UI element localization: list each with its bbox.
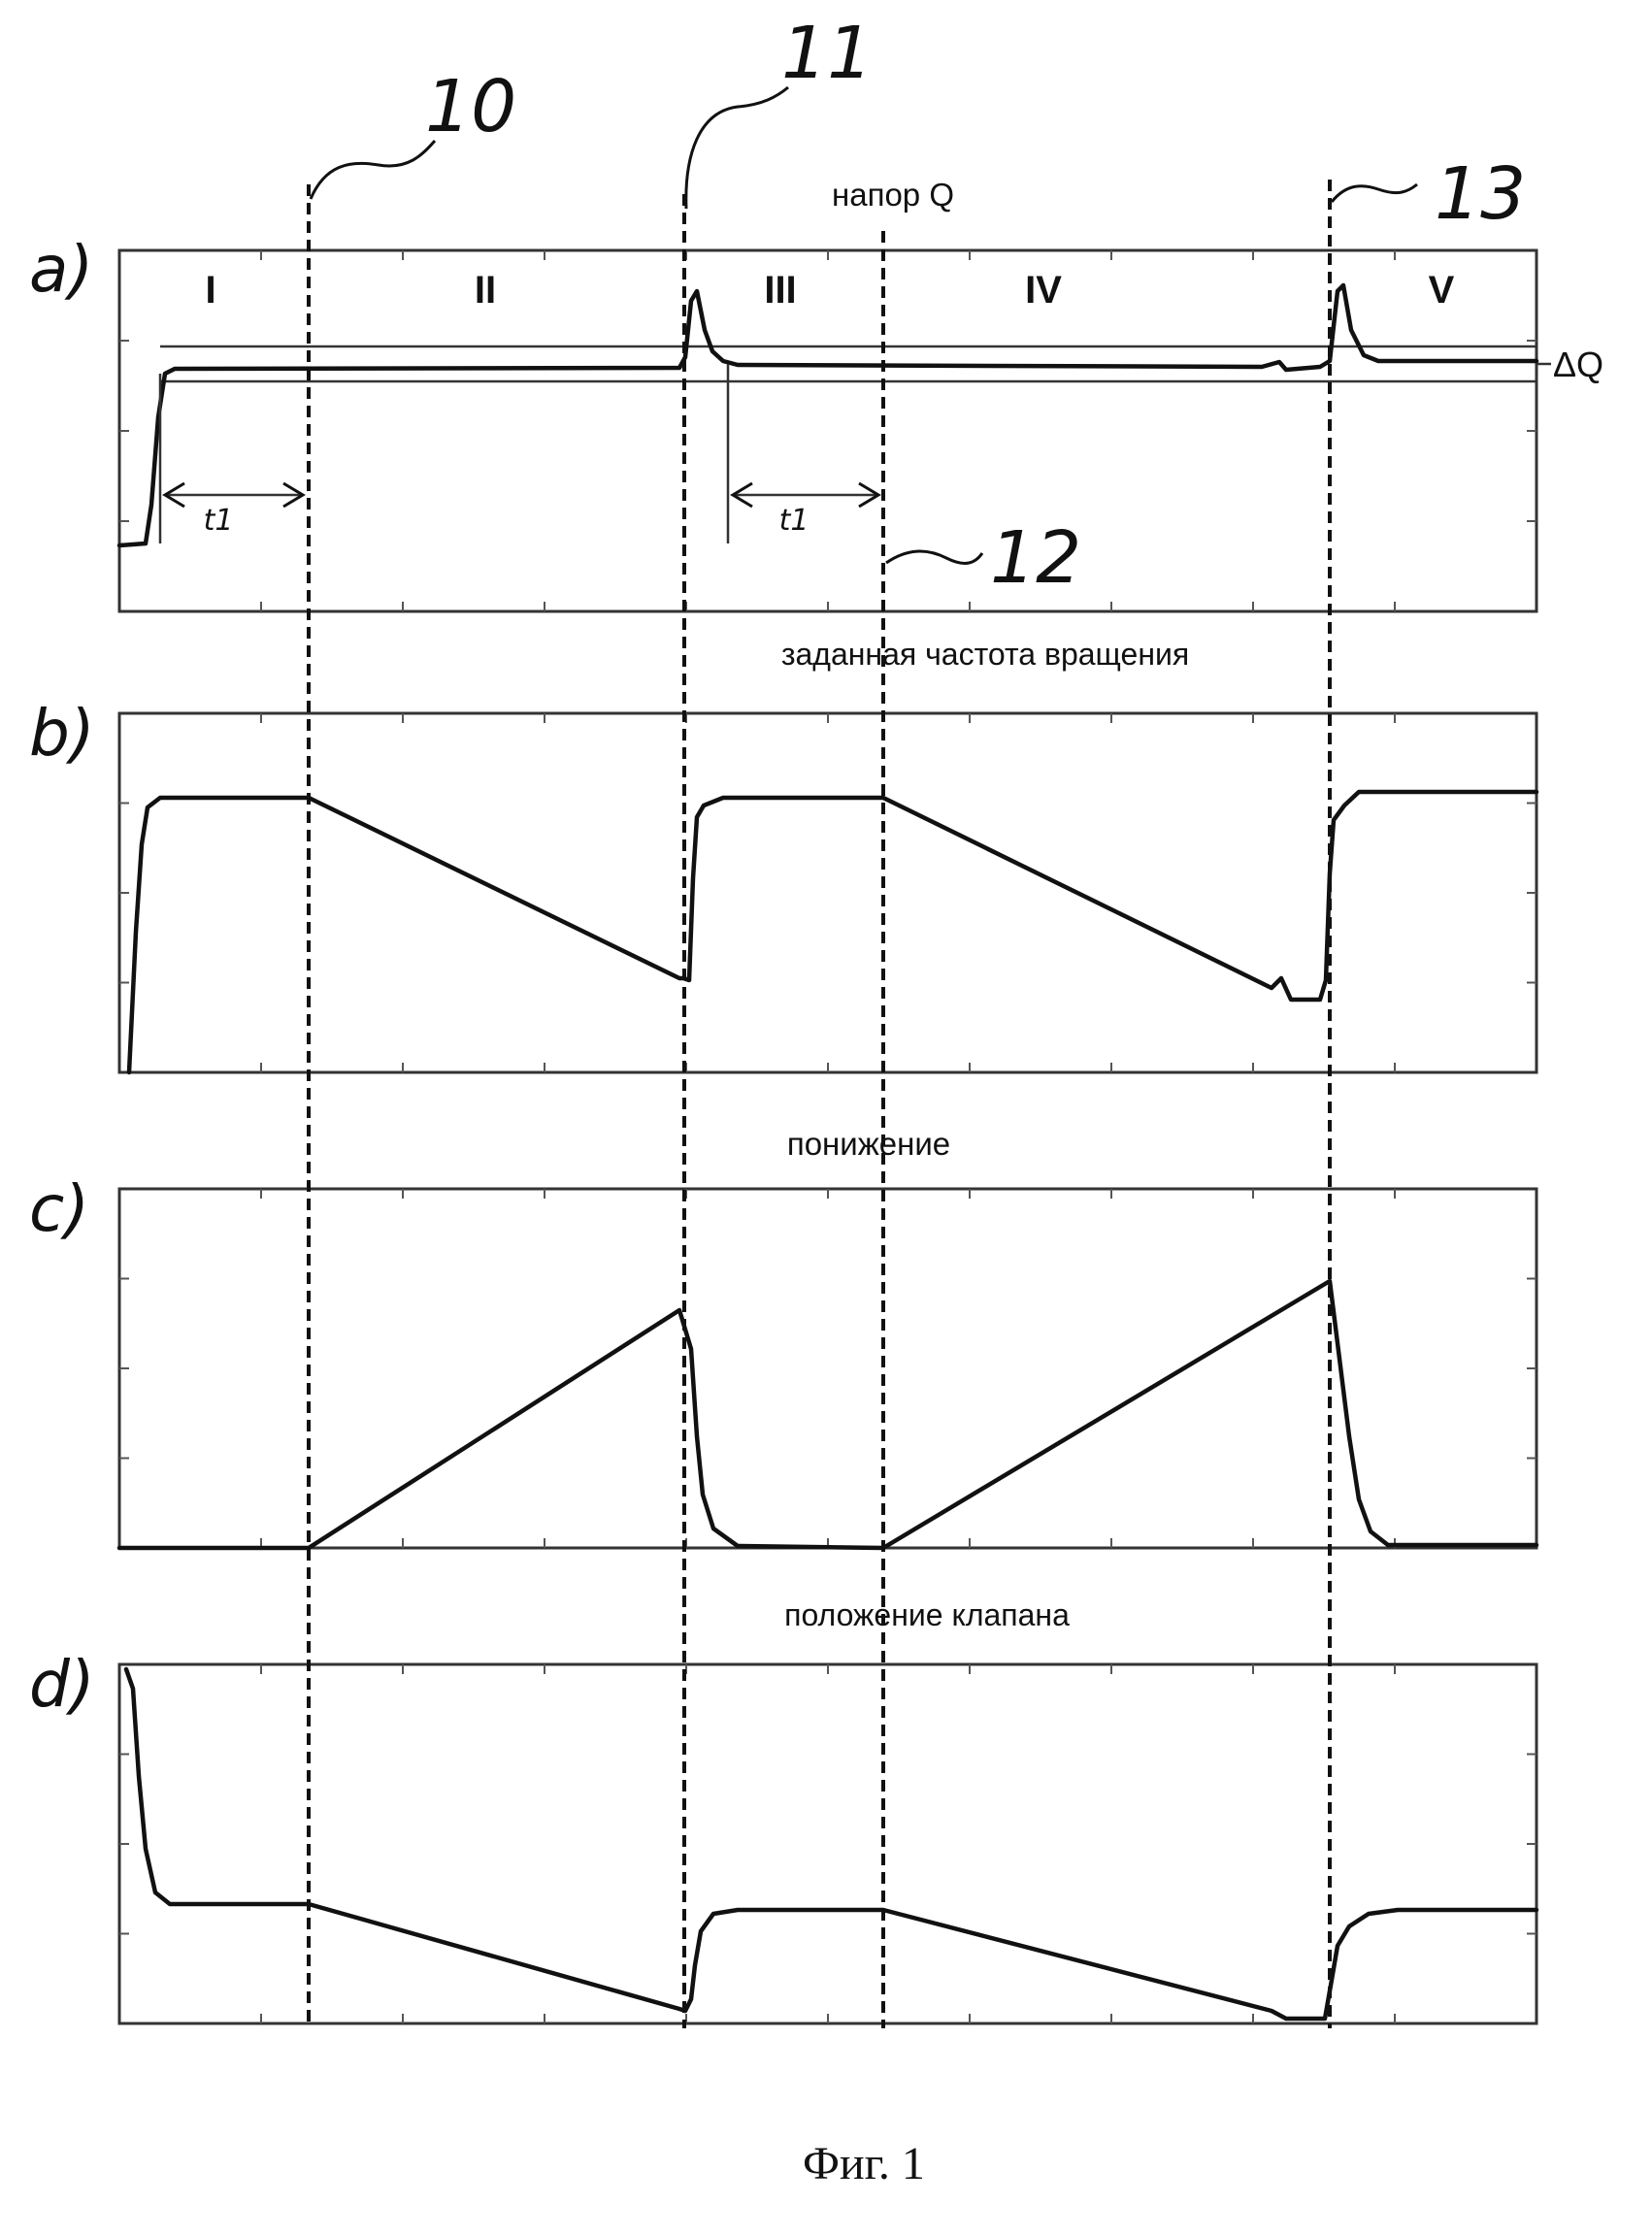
speed-setpoint-trace	[126, 789, 1539, 1075]
t1-label: t1	[204, 504, 234, 538]
panel-b-frame	[117, 711, 1538, 1074]
marker-12-label: 12	[990, 516, 1081, 600]
panel-c-frame	[117, 1187, 1538, 1550]
phase-label: III	[764, 269, 796, 312]
t1-label: t1	[779, 504, 809, 538]
figure-caption: Фиг. 1	[803, 2138, 925, 2189]
t1-arrowhead-left	[730, 481, 753, 509]
phase-label: II	[475, 269, 496, 312]
marker-11-leader	[684, 85, 789, 210]
panel-a-frame	[117, 248, 1538, 613]
marker-12-leader	[885, 549, 984, 565]
panel-a-title: напор Q	[832, 177, 954, 213]
marker-10-label: 10	[425, 65, 516, 148]
marker-10-leader	[309, 140, 437, 200]
panel-d-title: положение клапана	[784, 1597, 1070, 1632]
t1-arrowhead-right	[282, 481, 306, 509]
valve-position-trace	[123, 1666, 1539, 2022]
panel-a-letter: a)	[29, 232, 93, 307]
panel-d-frame	[117, 1662, 1538, 2025]
panel-b-title: заданная частота вращения	[781, 637, 1189, 672]
drawdown-trace	[116, 1278, 1539, 1551]
marker-13-label: 13	[1435, 152, 1526, 236]
panel-c-letter: c)	[29, 1171, 89, 1246]
phase-label: I	[205, 269, 215, 312]
phase-label: IV	[1025, 269, 1062, 312]
panel-d-letter: d)	[29, 1647, 95, 1722]
panel-b-letter: b)	[29, 696, 95, 771]
pressure-trace	[116, 282, 1539, 548]
marker-11-label: 11	[781, 12, 873, 95]
t1-arrowhead-left	[162, 481, 185, 509]
delta-q-label: ΔQ	[1553, 345, 1603, 384]
axis-ticks	[119, 250, 1536, 2023]
panel-c-title: понижение	[787, 1126, 950, 1162]
marker-13-leader	[1330, 182, 1418, 203]
t1-arrowhead-right	[858, 481, 881, 509]
phase-label: V	[1429, 269, 1455, 312]
